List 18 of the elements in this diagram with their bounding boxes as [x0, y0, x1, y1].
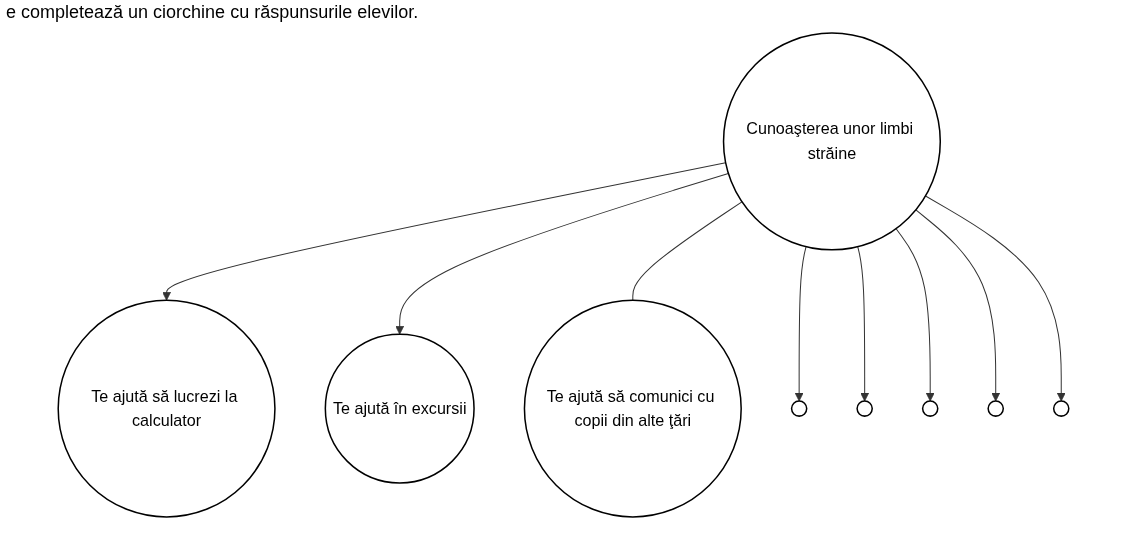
arrow — [925, 195, 1066, 402]
node-circle — [856, 400, 873, 417]
arrow — [895, 228, 935, 402]
instruction-text: e completează un ciorchine cu răspunsurile elevilor. — [6, 2, 420, 23]
arrow — [915, 209, 1001, 402]
arrow — [794, 246, 807, 402]
node-circle: Te ajută în excursii — [324, 333, 475, 484]
node-circle: Cunoaşterea unor limbi străine — [722, 32, 942, 251]
node-circle: Te ajută să lucrezi la calculator — [57, 299, 276, 518]
node-circle — [1052, 400, 1070, 417]
arrow — [162, 162, 727, 301]
node-circle: Te ajută să comunici cu copii din alte ţări — [523, 299, 742, 518]
node-circle — [790, 400, 808, 417]
arrow — [395, 172, 729, 335]
node-circle — [987, 400, 1005, 417]
node-circle — [921, 400, 939, 417]
connector — [632, 201, 743, 301]
arrow — [857, 246, 870, 402]
